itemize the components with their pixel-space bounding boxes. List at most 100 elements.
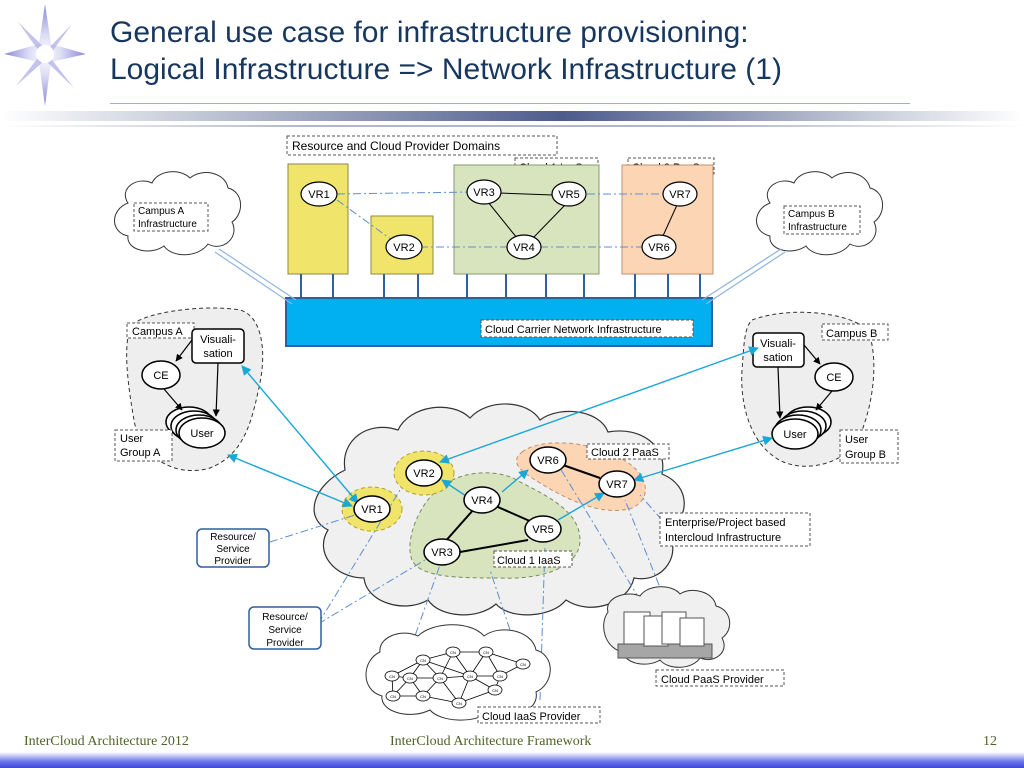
resource-provider-1-line3: Provider bbox=[214, 556, 252, 567]
top-vr-nodes bbox=[300, 179, 698, 260]
user-group-a-line1: User bbox=[120, 433, 144, 445]
vr4-top-node bbox=[506, 234, 542, 260]
campus-a-ce-node bbox=[141, 360, 181, 390]
campus-a-tag bbox=[126, 322, 195, 339]
campus-b-label: Campus B bbox=[826, 328, 877, 340]
vr5-inter-node bbox=[524, 515, 562, 543]
server-rack-icon bbox=[617, 611, 713, 659]
vr3-top-label: VR3 bbox=[473, 187, 494, 199]
vr7-inter-label: VR7 bbox=[606, 479, 627, 491]
resource-provider-2-line2: Service bbox=[268, 625, 302, 636]
campus-b-ce-node bbox=[814, 362, 854, 392]
intercloud-cloud2-tag bbox=[586, 443, 670, 460]
vr1-inter-node bbox=[353, 495, 391, 523]
enterprise-infra-tag bbox=[659, 512, 811, 547]
footer-left: InterCloud Architecture 2012 bbox=[24, 734, 189, 749]
resource-provider-1-line2: Service bbox=[216, 544, 250, 555]
user-group-b-line2: Group B bbox=[845, 449, 886, 461]
user-group-a-tag bbox=[114, 429, 173, 462]
enterprise-infra-line1: Enterprise/Project based bbox=[665, 517, 785, 529]
cn-label-12: CN bbox=[456, 701, 462, 706]
cn-label-11: CN bbox=[420, 694, 426, 699]
resource-provider-box-2 bbox=[248, 606, 322, 650]
title-line-2: Logical Infrastructure => Network Infras… bbox=[110, 53, 782, 86]
campus-a-visualisation-line1: Visuali- bbox=[200, 334, 236, 346]
cn-label-1: CN bbox=[389, 674, 395, 679]
cn-label-13: CN bbox=[492, 688, 498, 693]
campus-a-label: Campus A bbox=[132, 326, 183, 338]
resource-provider-1-line1: Resource/ bbox=[210, 532, 256, 543]
cn-label-8: CN bbox=[467, 674, 473, 679]
cloud-paas-provider-tag bbox=[655, 669, 785, 687]
campus-b-infra-tag bbox=[783, 205, 861, 235]
vr5-top-node bbox=[551, 181, 587, 207]
cloud-iaas-provider-tag bbox=[477, 706, 601, 724]
campus-b-infra-line2: Infrastructure bbox=[788, 222, 847, 233]
resource-domains-label: Resource and Cloud Provider Domains bbox=[292, 139, 500, 153]
vr2-inter-node bbox=[405, 459, 443, 487]
campus-b-user-stack bbox=[771, 406, 832, 450]
vr6-top-node bbox=[641, 234, 677, 260]
intercloud-cloud1-tag bbox=[493, 550, 573, 568]
top-vr-links bbox=[336, 191, 665, 248]
campus-carrier-links bbox=[214, 248, 786, 305]
cyan-arrows bbox=[227, 346, 773, 521]
header-band-thin bbox=[0, 125, 1024, 127]
domain-yellow-left bbox=[287, 163, 349, 275]
user-group-a-line2: Group A bbox=[120, 447, 161, 459]
title-rule bbox=[110, 103, 910, 104]
vr1-top-node bbox=[300, 181, 338, 207]
cn-label-6: CN bbox=[407, 676, 413, 681]
resource-provider-2-line1: Resource/ bbox=[262, 612, 308, 623]
vr2-top-node bbox=[385, 234, 423, 260]
header-band bbox=[0, 111, 1024, 121]
cn-nodes bbox=[384, 646, 531, 709]
intercloud-cloud1-label: Cloud 1 IaaS bbox=[497, 555, 561, 567]
star-logo-icon bbox=[4, 4, 86, 106]
resource-provider-box-1 bbox=[196, 528, 270, 568]
user-group-b-line1: User bbox=[845, 434, 869, 446]
campus-b-user-label: User bbox=[783, 429, 807, 441]
cloud-paas-provider-label: Cloud PaaS Provider bbox=[661, 674, 764, 686]
vr7-top-label: VR7 bbox=[669, 189, 690, 201]
cn-label-3: CN bbox=[450, 650, 456, 655]
cn-label-7: CN bbox=[437, 676, 443, 681]
vr1-inter-label: VR1 bbox=[361, 504, 382, 516]
vr3-inter-label: VR3 bbox=[431, 547, 452, 559]
campus-a-infra-line2: Infrastructure bbox=[138, 219, 197, 230]
campus-a-infra-tag bbox=[133, 202, 209, 232]
vr7-inter-node bbox=[598, 470, 636, 498]
cn-label-4: CN bbox=[483, 650, 489, 655]
vr5-top-label: VR5 bbox=[558, 189, 579, 201]
slide-title: General use case for infrastructure prov… bbox=[110, 14, 782, 88]
vr5-inter-label: VR5 bbox=[532, 524, 553, 536]
campus-b-tag bbox=[821, 323, 889, 341]
vr6-inter-label: VR6 bbox=[537, 455, 558, 467]
campus-a-user-label: User bbox=[190, 428, 214, 440]
cn-label-5: CN bbox=[520, 662, 526, 667]
vr1-top-label: VR1 bbox=[308, 189, 329, 201]
campus-b-infra-line1: Campus B bbox=[788, 209, 835, 220]
cloud1-internal-links bbox=[487, 192, 678, 239]
intercloud-cloud2-label: Cloud 2 PaaS bbox=[591, 447, 659, 459]
campus-a-visualisation-line2: sation bbox=[203, 348, 232, 360]
cn-label-9: CN bbox=[497, 674, 503, 679]
intercloud-vr-nodes bbox=[353, 446, 636, 566]
campus-a-arrows bbox=[163, 339, 220, 417]
vr4-top-label: VR4 bbox=[513, 242, 534, 254]
footer-page-number: 12 bbox=[983, 734, 997, 749]
title-line-1: General use case for infrastructure prov… bbox=[110, 16, 749, 49]
footer-bar bbox=[0, 752, 1024, 768]
campus-b-arrows bbox=[776, 344, 833, 419]
vr6-inter-node bbox=[529, 446, 567, 474]
domain-carrier-connectors bbox=[300, 274, 701, 298]
carrier-network-label: Cloud Carrier Network Infrastructure bbox=[485, 324, 662, 336]
carrier-network-tag bbox=[480, 319, 694, 338]
vr2-inter-label: VR2 bbox=[413, 468, 434, 480]
vr3-top-node bbox=[466, 179, 502, 205]
vr2-top-label: VR2 bbox=[393, 242, 414, 254]
vr4-inter-node bbox=[463, 486, 501, 514]
cloud-iaas-provider-label: Cloud IaaS Provider bbox=[482, 711, 581, 723]
campus-b-visualisation-line2: sation bbox=[763, 352, 792, 364]
